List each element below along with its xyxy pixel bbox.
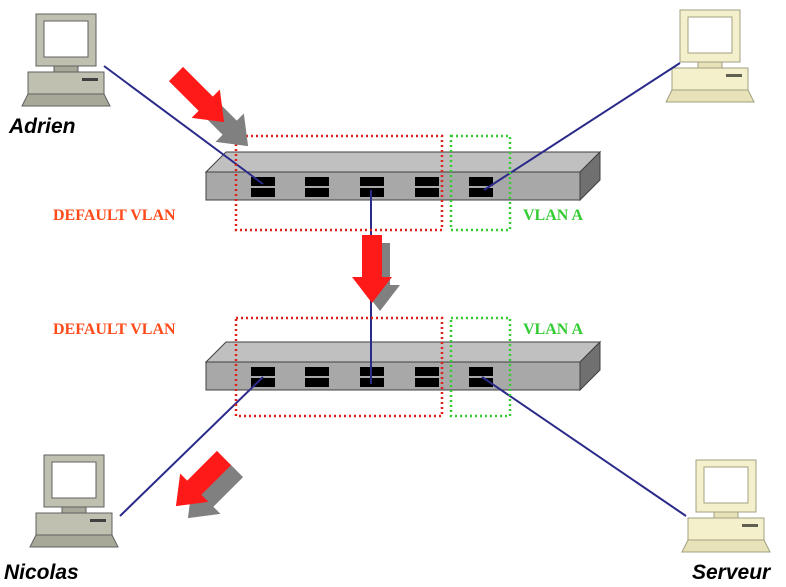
link-nicolas-switch-bottom: [119, 376, 264, 517]
switch-bottom: [204, 340, 602, 392]
switch-top: [204, 150, 602, 202]
computer-server-top-icon: [665, 9, 755, 103]
vlan-label-a-top: VLAN A: [523, 207, 583, 224]
vlan-label-default-top: DEFAULT VLAN: [53, 207, 176, 224]
link-serveur-switch-bottom: [481, 376, 687, 517]
computer-nicolas-icon: [29, 454, 119, 548]
link-server-top-switch-top: [483, 62, 681, 191]
arrow-trunk-down-icon: [352, 235, 400, 311]
vlan-label-a-bottom: VLAN A: [523, 321, 583, 338]
host-label-serveur: Serveur: [692, 561, 772, 584]
host-label-adrien: Adrien: [8, 115, 76, 138]
vlan-a-box-bottom: [449, 316, 512, 418]
vlan-a-box-top: [449, 134, 512, 232]
default-vlan-box-bottom: [234, 316, 444, 418]
host-label-nicolas: Nicolas: [4, 561, 79, 584]
computer-serveur-icon: [681, 459, 771, 553]
computer-adrien-icon: [21, 13, 111, 107]
vlan-label-default-bottom: DEFAULT VLAN: [53, 321, 176, 338]
arrow-switch-to-nicolas-icon: [161, 443, 251, 533]
